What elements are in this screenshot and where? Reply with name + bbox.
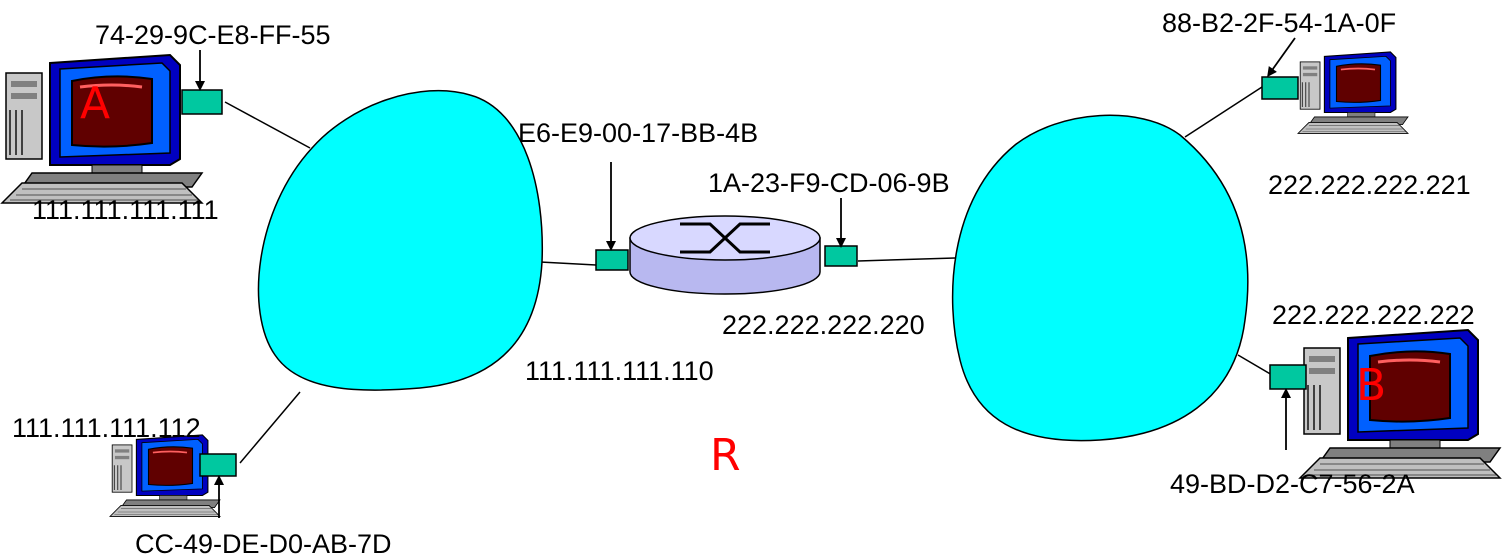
host-upper-right-nic <box>1261 76 1299 100</box>
link-host-a <box>224 101 311 149</box>
host-a-nic <box>181 89 223 115</box>
link-router-right <box>857 257 956 262</box>
router-right-ip: 222.222.222.220 <box>722 310 925 340</box>
host-b-nic <box>1269 364 1307 390</box>
links <box>224 86 1273 464</box>
desktop-computer-icon <box>1297 51 1409 135</box>
link-host-upper-right <box>1184 86 1263 138</box>
link-host-lower-left <box>239 391 301 464</box>
network-cloud-left <box>257 89 544 391</box>
host-b-mac: 49-BD-D2-C7-56-2A <box>1170 469 1415 499</box>
host-a-letter: A <box>80 78 110 129</box>
router-nic-left <box>595 249 629 271</box>
host-lower-left-mac: CC-49-DE-D0-AB-7D <box>135 529 392 556</box>
desktop-computer-icon <box>1298 328 1502 480</box>
router-left-mac: E6-E9-00-17-BB-4B <box>518 118 758 148</box>
arrows <box>195 37 1296 518</box>
link-host-b <box>1237 354 1273 376</box>
host-lower-left-ip: 111.111.111.112 <box>12 413 201 443</box>
host-lower-left[interactable] <box>109 434 237 518</box>
host-lower-left-nic <box>199 453 237 477</box>
host-b-ip: 222.222.222.222 <box>1272 300 1475 330</box>
host-upper-right[interactable] <box>1261 51 1409 135</box>
host-a[interactable]: A <box>0 53 223 205</box>
link-router-left <box>539 261 597 266</box>
arrow-upper-right-mac <box>1267 37 1296 78</box>
network-cloud-right <box>951 114 1249 442</box>
router-nic-right <box>824 245 858 267</box>
router-icon[interactable] <box>629 215 821 295</box>
host-a-ip: 111.111.111.111 <box>32 195 219 225</box>
host-a-mac: 74-29-9C-E8-FF-55 <box>95 20 331 50</box>
host-upper-right-ip: 222.222.222.221 <box>1268 170 1471 200</box>
host-upper-right-mac: 88-B2-2F-54-1A-0F <box>1162 8 1396 38</box>
router-right-mac: 1A-23-F9-CD-06-9B <box>708 168 950 198</box>
router-label: R <box>710 430 741 481</box>
host-b[interactable]: B <box>1269 328 1502 480</box>
host-b-letter: B <box>1356 360 1386 411</box>
router-left-ip: 111.111.111.110 <box>525 356 714 386</box>
